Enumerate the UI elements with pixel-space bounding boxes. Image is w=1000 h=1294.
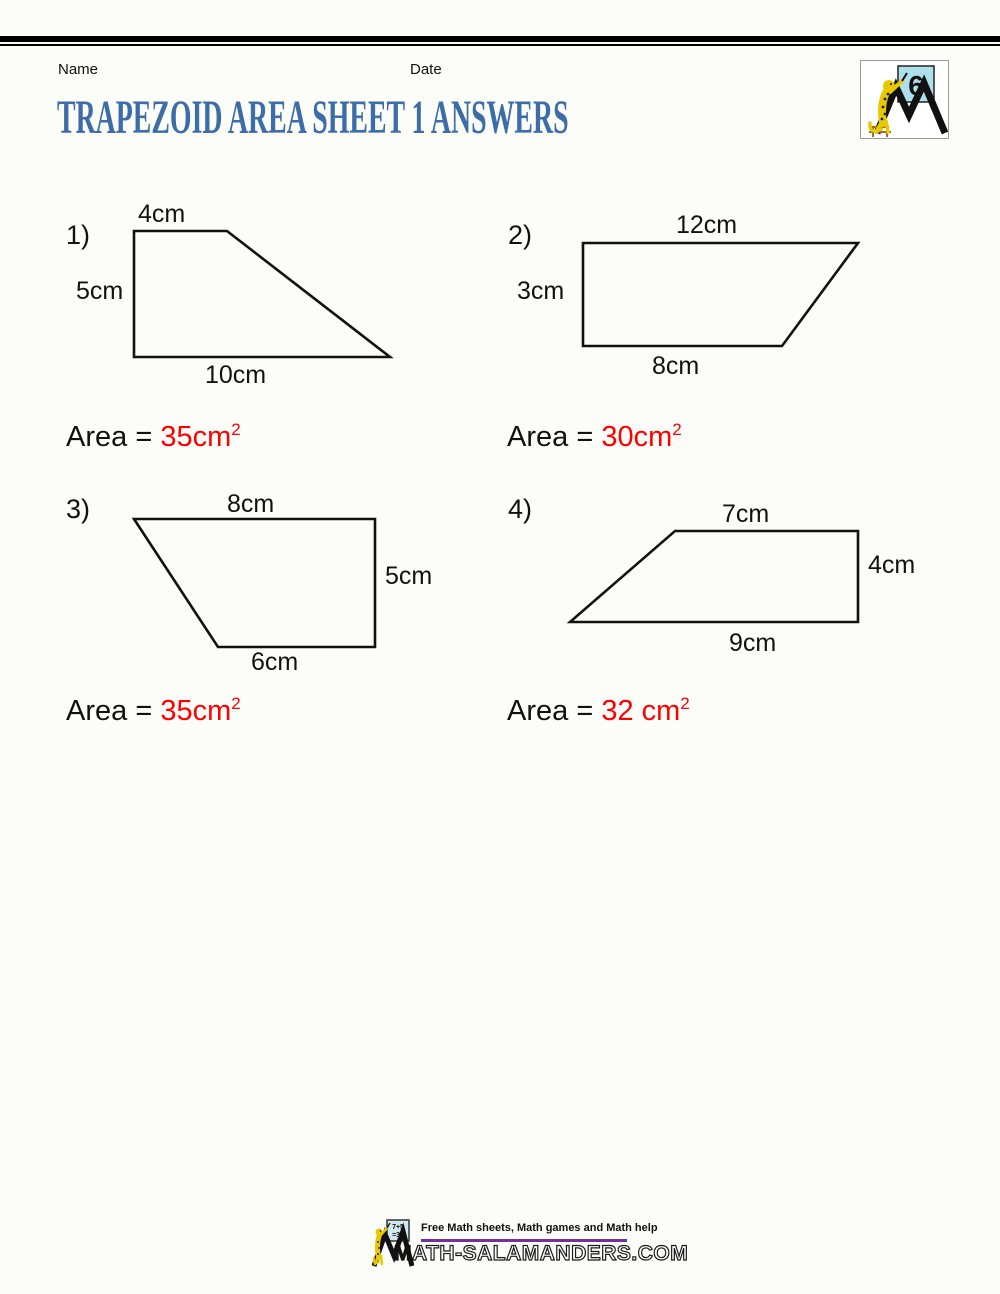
salamander-easel-icon: 7+5 =35 <box>372 1219 414 1267</box>
area-exponent: 2 <box>680 694 690 713</box>
page-title: TRAPEZOID AREA SHEET 1 ANSWERS <box>57 91 569 144</box>
area-label: Area = <box>507 421 602 453</box>
problem-2-side-dimension: 3cm <box>517 277 565 305</box>
problem-2-trapezoid <box>581 241 861 348</box>
area-exponent: 2 <box>672 420 682 439</box>
area-label: Area = <box>66 695 161 727</box>
trapezoid-shape <box>581 241 861 348</box>
header-logo: 6 <box>860 60 949 139</box>
problem-2-bottom-dimension: 8cm <box>652 352 700 380</box>
area-exponent: 2 <box>231 420 241 439</box>
problem-4-top-dimension: 7cm <box>722 500 770 528</box>
problem-1-side-dimension: 5cm <box>76 277 124 305</box>
problem-4-side-dimension: 4cm <box>868 551 916 579</box>
area-value: 30cm <box>601 421 673 453</box>
date-label: Date <box>410 61 442 78</box>
salamander-writing-badge-icon: 6 <box>868 65 949 137</box>
problem-4-area-answer: Area = 32 cm2 <box>507 694 690 728</box>
problem-4-bottom-dimension: 9cm <box>729 629 777 657</box>
trapezoid-shape <box>132 229 394 359</box>
problem-3-side-dimension: 5cm <box>385 562 433 590</box>
problem-3-area-answer: Area = 35cm2 <box>66 694 241 728</box>
area-exponent: 2 <box>231 694 241 713</box>
problem-1-trapezoid <box>132 229 394 359</box>
area-value: 32 cm <box>601 695 681 727</box>
footer-brand: MATH-SALAMANDERS.COM <box>393 1241 689 1265</box>
trapezoid-shape <box>132 517 377 649</box>
area-value: 35cm <box>160 695 232 727</box>
name-label: Name <box>58 61 99 78</box>
problem-2-area-answer: Area = 30cm2 <box>507 420 682 454</box>
problem-3-bottom-dimension: 6cm <box>251 648 299 676</box>
area-label: Area = <box>66 421 161 453</box>
problem-1-bottom-dimension: 10cm <box>205 361 267 389</box>
problem-3-trapezoid <box>132 517 377 649</box>
header-rule-thin <box>0 44 1000 46</box>
problem-4-number: 4) <box>508 494 533 524</box>
problem-1-top-dimension: 4cm <box>138 200 186 228</box>
footer-tagline: Free Math sheets, Math games and Math he… <box>421 1222 658 1234</box>
problem-2-number: 2) <box>508 220 533 250</box>
problem-2-top-dimension: 12cm <box>676 211 738 239</box>
problem-4-trapezoid <box>567 529 860 624</box>
board-line-1: 7+5 <box>392 1224 404 1231</box>
area-value: 35cm <box>160 421 232 453</box>
trapezoid-shape <box>567 529 860 624</box>
problem-3-top-dimension: 8cm <box>227 490 275 518</box>
problem-1-number: 1) <box>66 220 91 250</box>
problem-3-number: 3) <box>66 494 91 524</box>
area-label: Area = <box>507 695 602 727</box>
footer-purple-rule <box>421 1239 627 1242</box>
header-rule-thick <box>0 36 1000 42</box>
problem-1-area-answer: Area = 35cm2 <box>66 420 241 454</box>
board-line-2: =35 <box>392 1232 404 1239</box>
